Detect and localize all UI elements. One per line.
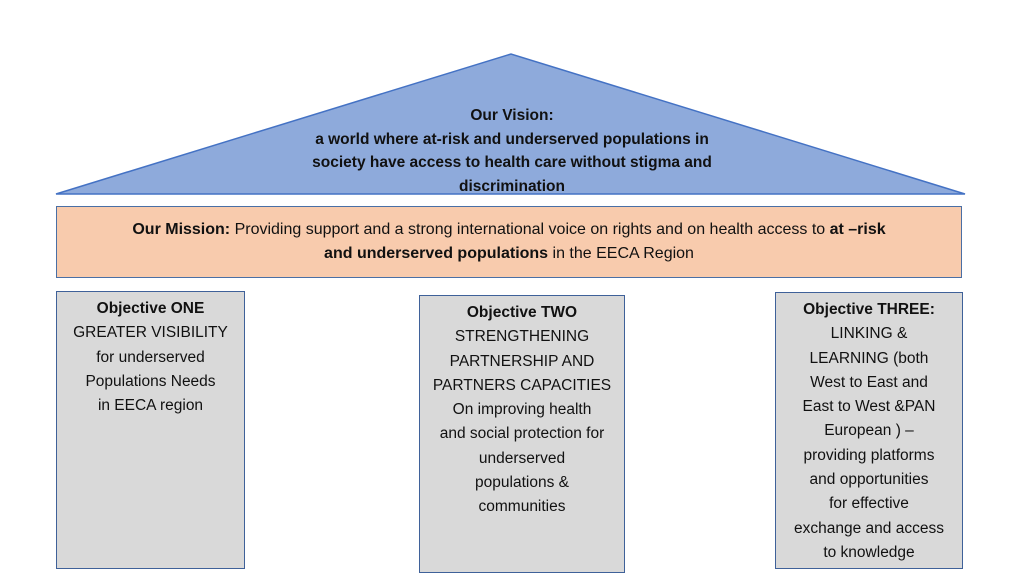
objective-title: Objective TWO (466, 304, 578, 321)
objective-one-pillar: Objective ONE GREATER VISIBILITY for und… (56, 291, 245, 569)
objective-line: LEARNING (both (809, 349, 929, 367)
vision-line: discrimination (459, 177, 565, 195)
vision-roof-triangle (55, 53, 966, 195)
mission-text: Providing support and a strong internati… (230, 221, 830, 238)
objective-line: underserved (478, 449, 566, 467)
vision-line: society have access to health care witho… (312, 154, 712, 171)
objective-line: West to East and (810, 373, 928, 391)
mission-label: Our Mission: (132, 221, 231, 238)
objective-line: Populations Needs (85, 372, 216, 390)
vision-line: Our Vision: (470, 107, 554, 124)
objective-line: PARTNERS CAPACITIES (432, 376, 612, 394)
vision-roof (55, 53, 966, 195)
objective-line: for effective (829, 495, 909, 513)
objective-line: STRENGTHENING (454, 328, 590, 346)
mission-text: in the EECA Region (548, 245, 694, 262)
objective-line: in EECA region (97, 397, 204, 415)
objective-line: GREATER VISIBILITY (73, 324, 228, 342)
objective-line: communities (478, 498, 566, 516)
objective-line: and opportunities (809, 471, 929, 489)
objective-line: East to West &PAN (802, 398, 936, 416)
objective-line: and social protection for (439, 425, 605, 443)
objective-line: PARTNERSHIP AND (449, 352, 595, 370)
objective-line: On improving health (452, 401, 592, 419)
objective-three-pillar: Objective THREE: LINKING & LEARNING (bot… (775, 292, 963, 569)
objective-line: European ) – (824, 422, 914, 440)
mission-emphasis: at –risk (829, 221, 886, 238)
objective-title: Objective THREE: (803, 301, 935, 318)
mission-banner: Our Mission: Providing support and a str… (56, 206, 962, 278)
objective-title: Objective ONE (96, 300, 205, 317)
objective-line: exchange and access (794, 519, 944, 537)
vision-line: a world where at-risk and underserved po… (315, 130, 709, 148)
objective-line: LINKING & (830, 325, 908, 343)
mission-emphasis: and underserved populations (324, 245, 549, 262)
objective-line: providing platforms (803, 446, 935, 464)
objective-line: populations & (475, 474, 569, 492)
objective-line: for underserved (96, 348, 205, 366)
objective-two-pillar: Objective TWO STRENGTHENING PARTNERSHIP … (419, 295, 625, 573)
vision-statement: Our Vision: a world where at-risk and un… (270, 104, 754, 198)
objective-line: to knowledge (823, 543, 915, 561)
